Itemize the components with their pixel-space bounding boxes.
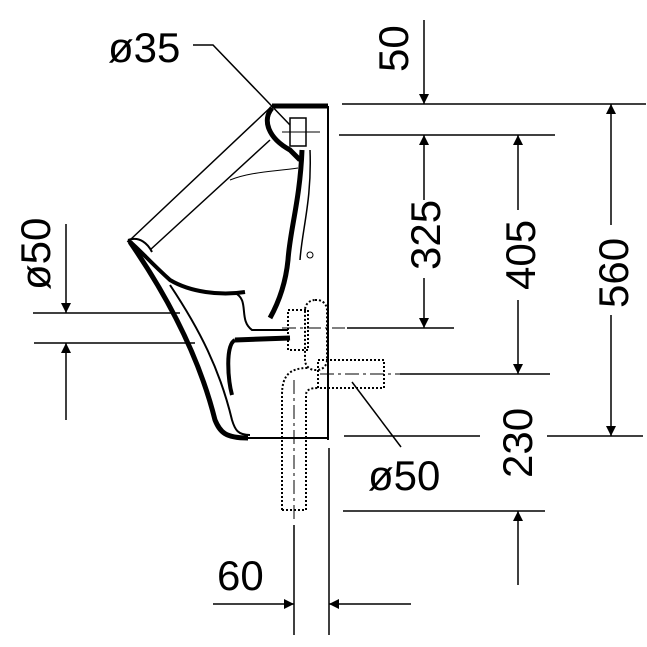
dim-inlet-height: 325	[402, 200, 449, 270]
dimension-lines	[33, 20, 646, 635]
urinal-body	[126, 103, 329, 441]
dim-outlet-diameter-left: ø50	[12, 218, 59, 290]
dim-supply-diameter: ø35	[108, 24, 180, 71]
dim-wall-offset: 60	[217, 552, 264, 599]
dim-top-offset: 50	[370, 25, 417, 72]
dim-bottom-height: 230	[494, 408, 541, 478]
dim-outlet-diameter-right: ø50	[368, 452, 440, 499]
dim-outlet-height: 405	[497, 220, 544, 290]
dim-total-height: 560	[590, 238, 637, 308]
centerlines	[282, 327, 400, 520]
